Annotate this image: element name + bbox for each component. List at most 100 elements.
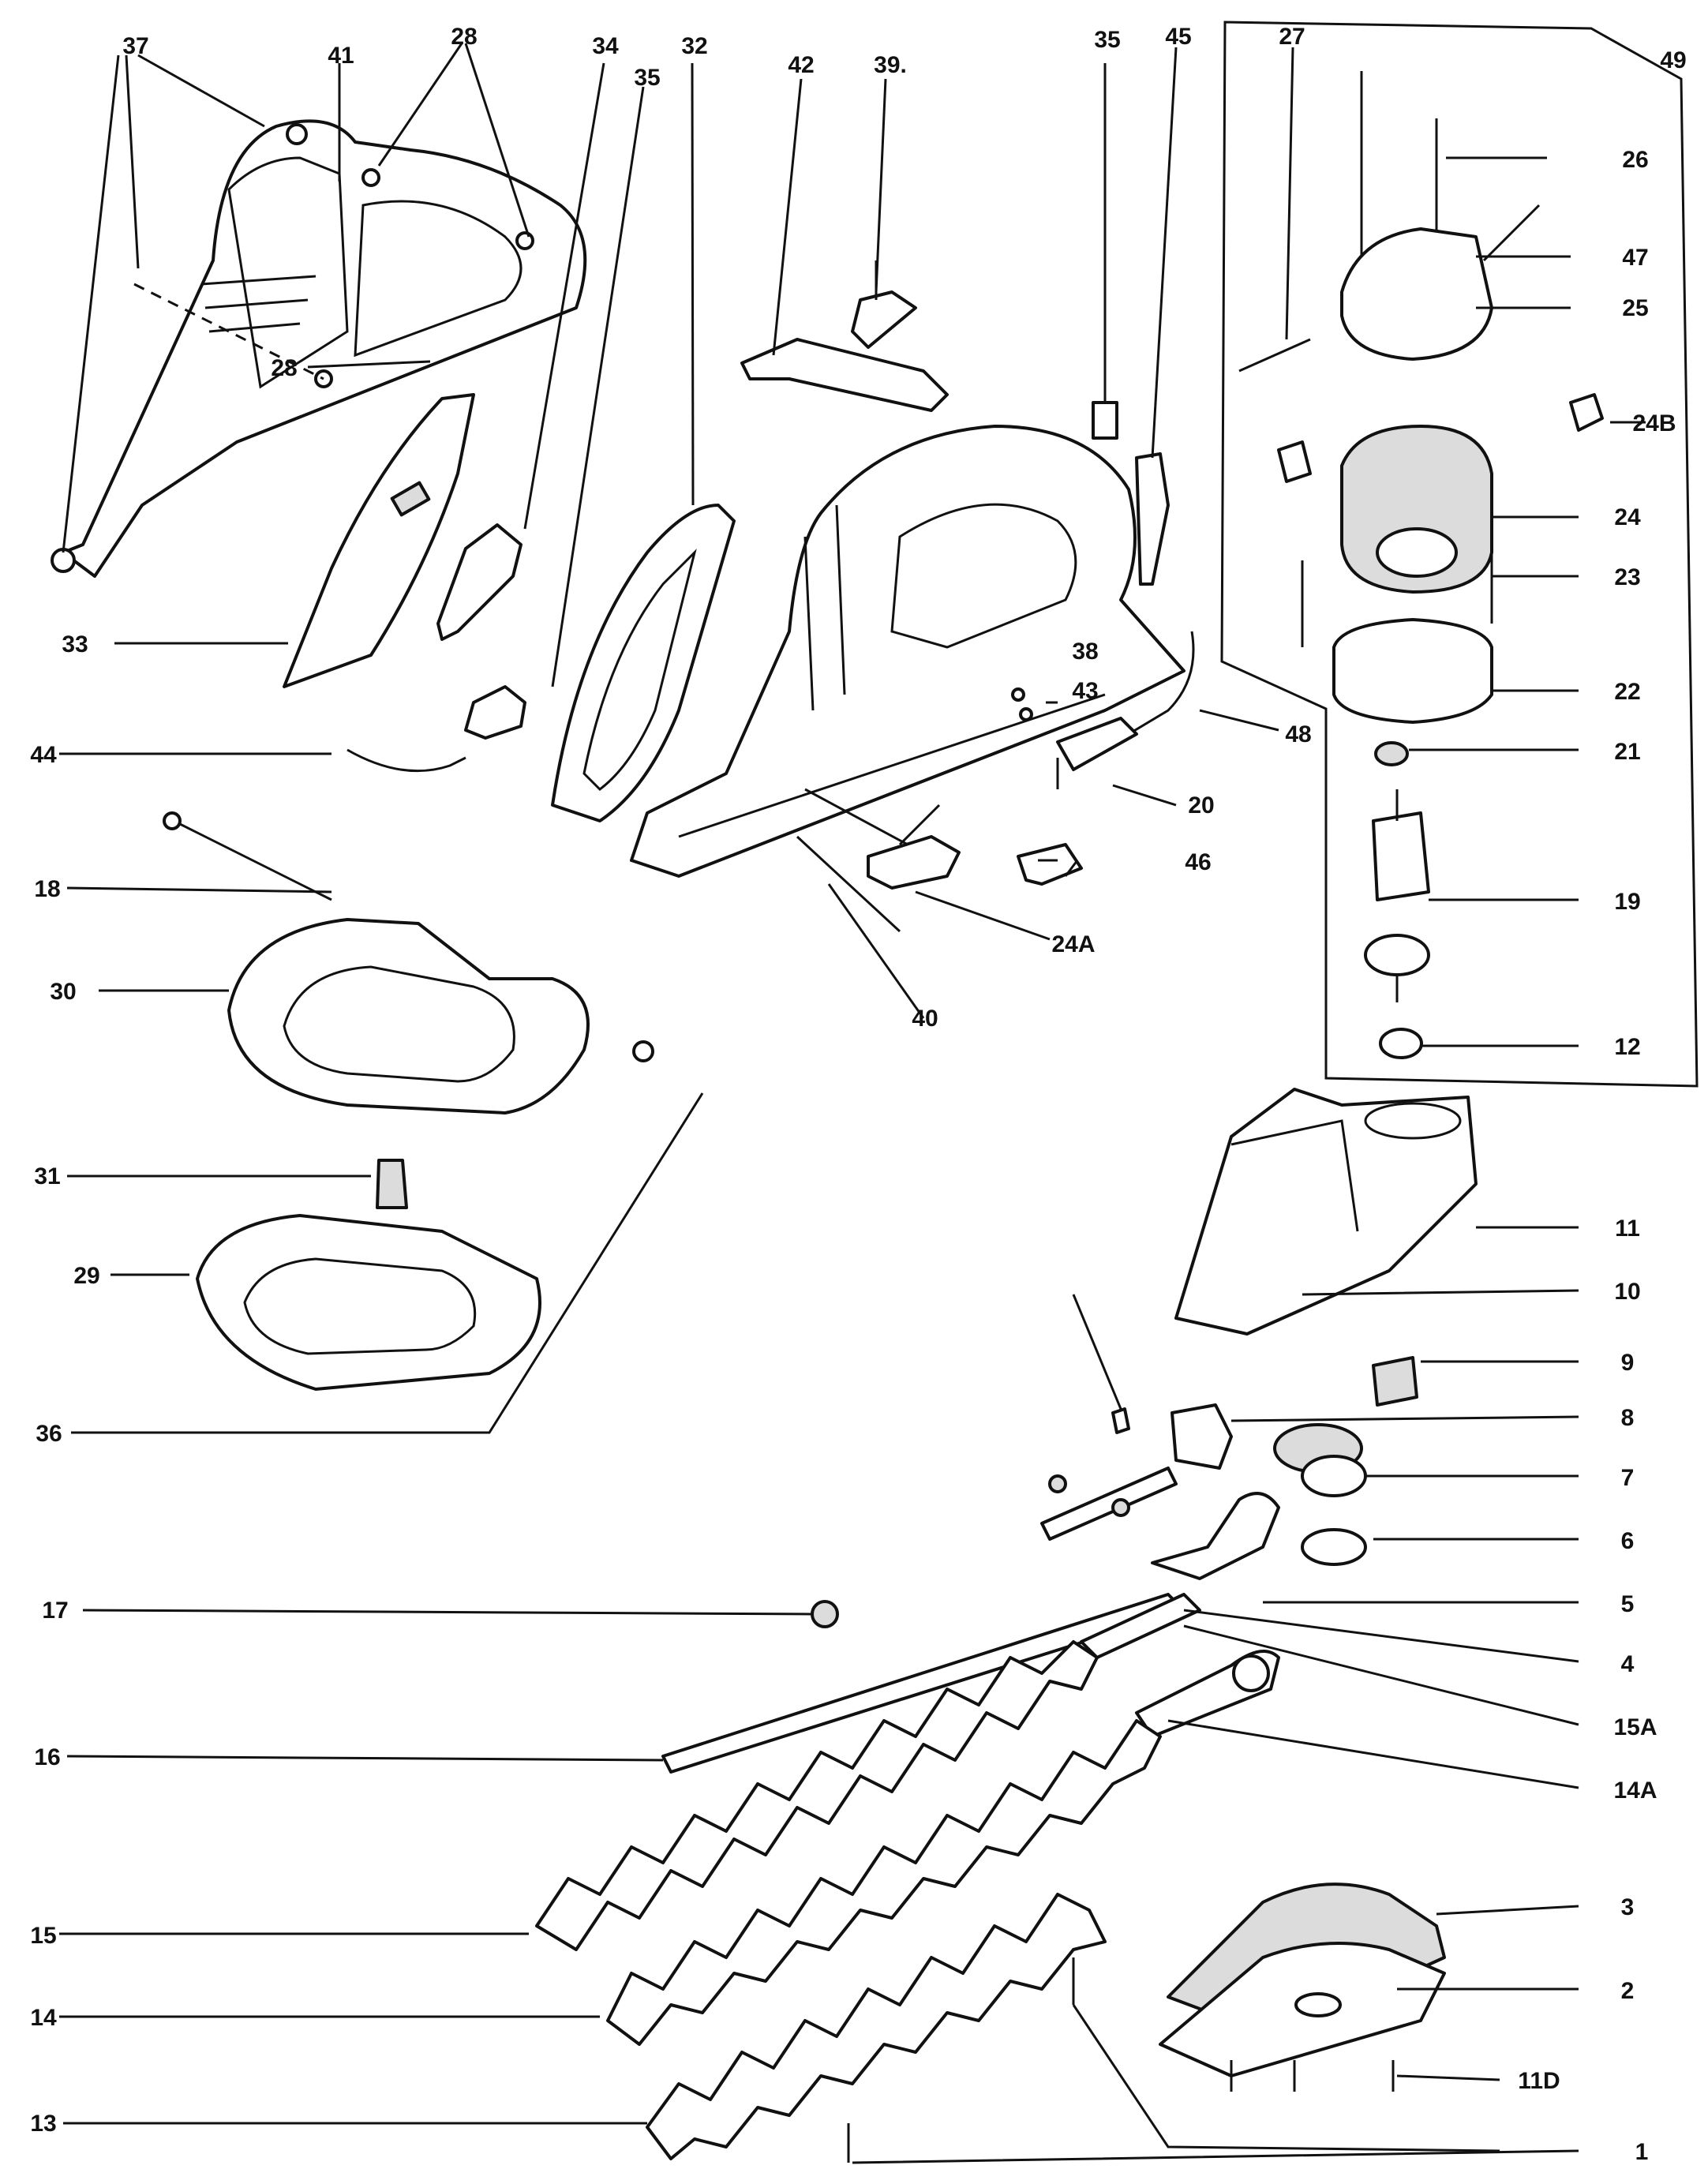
callout-1: 1: [1635, 2139, 1649, 2165]
callout-34: 34: [592, 33, 619, 59]
blade-15-part: [535, 1640, 1099, 1951]
screw-43a: [1011, 687, 1025, 702]
callout-4: 4: [1621, 1651, 1635, 1677]
callout-25: 25: [1622, 295, 1648, 321]
callout-24a: 24A: [1051, 931, 1095, 957]
callout-40: 40: [912, 1006, 938, 1032]
callout-41: 41: [328, 43, 354, 69]
front-handle-upper-part: [227, 918, 590, 1114]
callout-14: 14: [30, 2005, 57, 2031]
brush-left-part: [1277, 440, 1312, 483]
switch-part: [436, 523, 523, 641]
brush-holder-cap-part: [1340, 227, 1493, 361]
callout-47: 47: [1622, 245, 1648, 271]
callout-28-mid: 28: [271, 355, 297, 381]
rod-head: [163, 811, 182, 830]
blade-14-part: [606, 1719, 1162, 2046]
gear-housing-part: [1174, 1088, 1478, 1335]
callout-3: 3: [1621, 1894, 1635, 1920]
bearing-21-part: [1374, 741, 1409, 766]
nut-a: [1048, 1474, 1067, 1493]
leader-lines: [59, 43, 1646, 2164]
callout-7: 7: [1621, 1465, 1635, 1491]
callout-23: 23: [1614, 564, 1640, 590]
callout-11d: 11D: [1518, 2068, 1560, 2094]
blade-13-part: [646, 1893, 1107, 2160]
front-handle-lower-part: [196, 1214, 541, 1391]
callout-11: 11: [1615, 1216, 1640, 1242]
screw-43b: [1019, 707, 1033, 721]
switch-terminal-part: [464, 685, 526, 740]
capacitor-part: [867, 835, 961, 890]
callout-24b: 24B: [1632, 410, 1676, 436]
callout-43: 43: [1072, 678, 1098, 704]
callout-46: 46: [1185, 849, 1211, 875]
compression-spring-part: [376, 1159, 408, 1209]
cord-clamp-part: [1017, 843, 1083, 886]
callout-32: 32: [681, 33, 707, 59]
callout-10: 10: [1614, 1279, 1640, 1305]
rod-part: [173, 819, 332, 901]
callout-20: 20: [1188, 792, 1214, 819]
callout-24: 24: [1614, 504, 1641, 530]
callout-39: 39.: [874, 52, 907, 78]
callout-8: 8: [1621, 1405, 1635, 1431]
nut-b: [1111, 1498, 1130, 1517]
upper-housing-part: [51, 119, 587, 578]
callout-19: 19: [1614, 889, 1640, 915]
blade-14a-eye: [1232, 1654, 1270, 1692]
gear-7-part: [1273, 1423, 1367, 1497]
callout-2: 2: [1621, 1978, 1635, 2004]
callout-42: 42: [788, 52, 814, 78]
cover-badge: [390, 481, 431, 517]
callout-37: 37: [122, 33, 148, 59]
callout-31: 31: [34, 1163, 60, 1189]
cord-guard-part: [1135, 452, 1170, 586]
callout-28-top: 28: [451, 24, 477, 50]
callout-33: 33: [62, 631, 88, 657]
trigger-plate-part: [551, 504, 736, 822]
callout-49: 49: [1660, 47, 1686, 73]
armature-part: [1364, 789, 1430, 1002]
callout-14a: 14A: [1613, 1778, 1657, 1804]
screw-47-part: [1482, 204, 1541, 262]
callout-36: 36: [36, 1421, 62, 1447]
bracket-part: [740, 338, 949, 412]
gear-cover-hole: [1294, 1992, 1342, 2017]
spring-clip-part: [851, 290, 917, 349]
screw-27-part: [1238, 338, 1311, 373]
callout-labels: 37 41 28 34 35 32 42 39. 35 45 27 49 26 …: [30, 24, 1686, 2165]
field-coil-part: [1340, 425, 1493, 594]
cord-part: [1088, 631, 1195, 759]
callout-22: 22: [1614, 679, 1640, 705]
callout-9: 9: [1621, 1350, 1635, 1376]
callout-27: 27: [1279, 24, 1305, 50]
callout-18: 18: [34, 876, 60, 902]
callout-45: 45: [1165, 24, 1191, 50]
bar-4-part: [1040, 1467, 1178, 1541]
callout-48: 48: [1285, 721, 1311, 747]
terminal-block-part: [1092, 401, 1118, 440]
lead-wire-part: [346, 748, 466, 773]
callout-13: 13: [30, 2111, 56, 2137]
nut-17-part: [811, 1600, 839, 1628]
callout-30: 30: [50, 979, 76, 1005]
callout-15a: 15A: [1613, 1714, 1657, 1740]
callout-12: 12: [1614, 1034, 1640, 1060]
bearing-12-part: [1379, 1028, 1423, 1059]
callout-6: 6: [1621, 1528, 1635, 1554]
pin-10-part: [1111, 1407, 1130, 1434]
callout-38: 38: [1072, 639, 1098, 665]
brush-24b-part: [1569, 393, 1604, 432]
gear-9-part: [1372, 1356, 1418, 1407]
callout-21: 21: [1614, 739, 1640, 765]
callout-44: 44: [30, 742, 57, 768]
callout-16: 16: [34, 1744, 60, 1770]
small-nut-part: [632, 1040, 654, 1062]
strain-relief-part: [1056, 717, 1138, 771]
link-plate-5-part: [1151, 1492, 1280, 1580]
callout-17: 17: [42, 1598, 68, 1624]
callout-29: 29: [73, 1263, 99, 1289]
callout-26: 26: [1622, 147, 1648, 173]
